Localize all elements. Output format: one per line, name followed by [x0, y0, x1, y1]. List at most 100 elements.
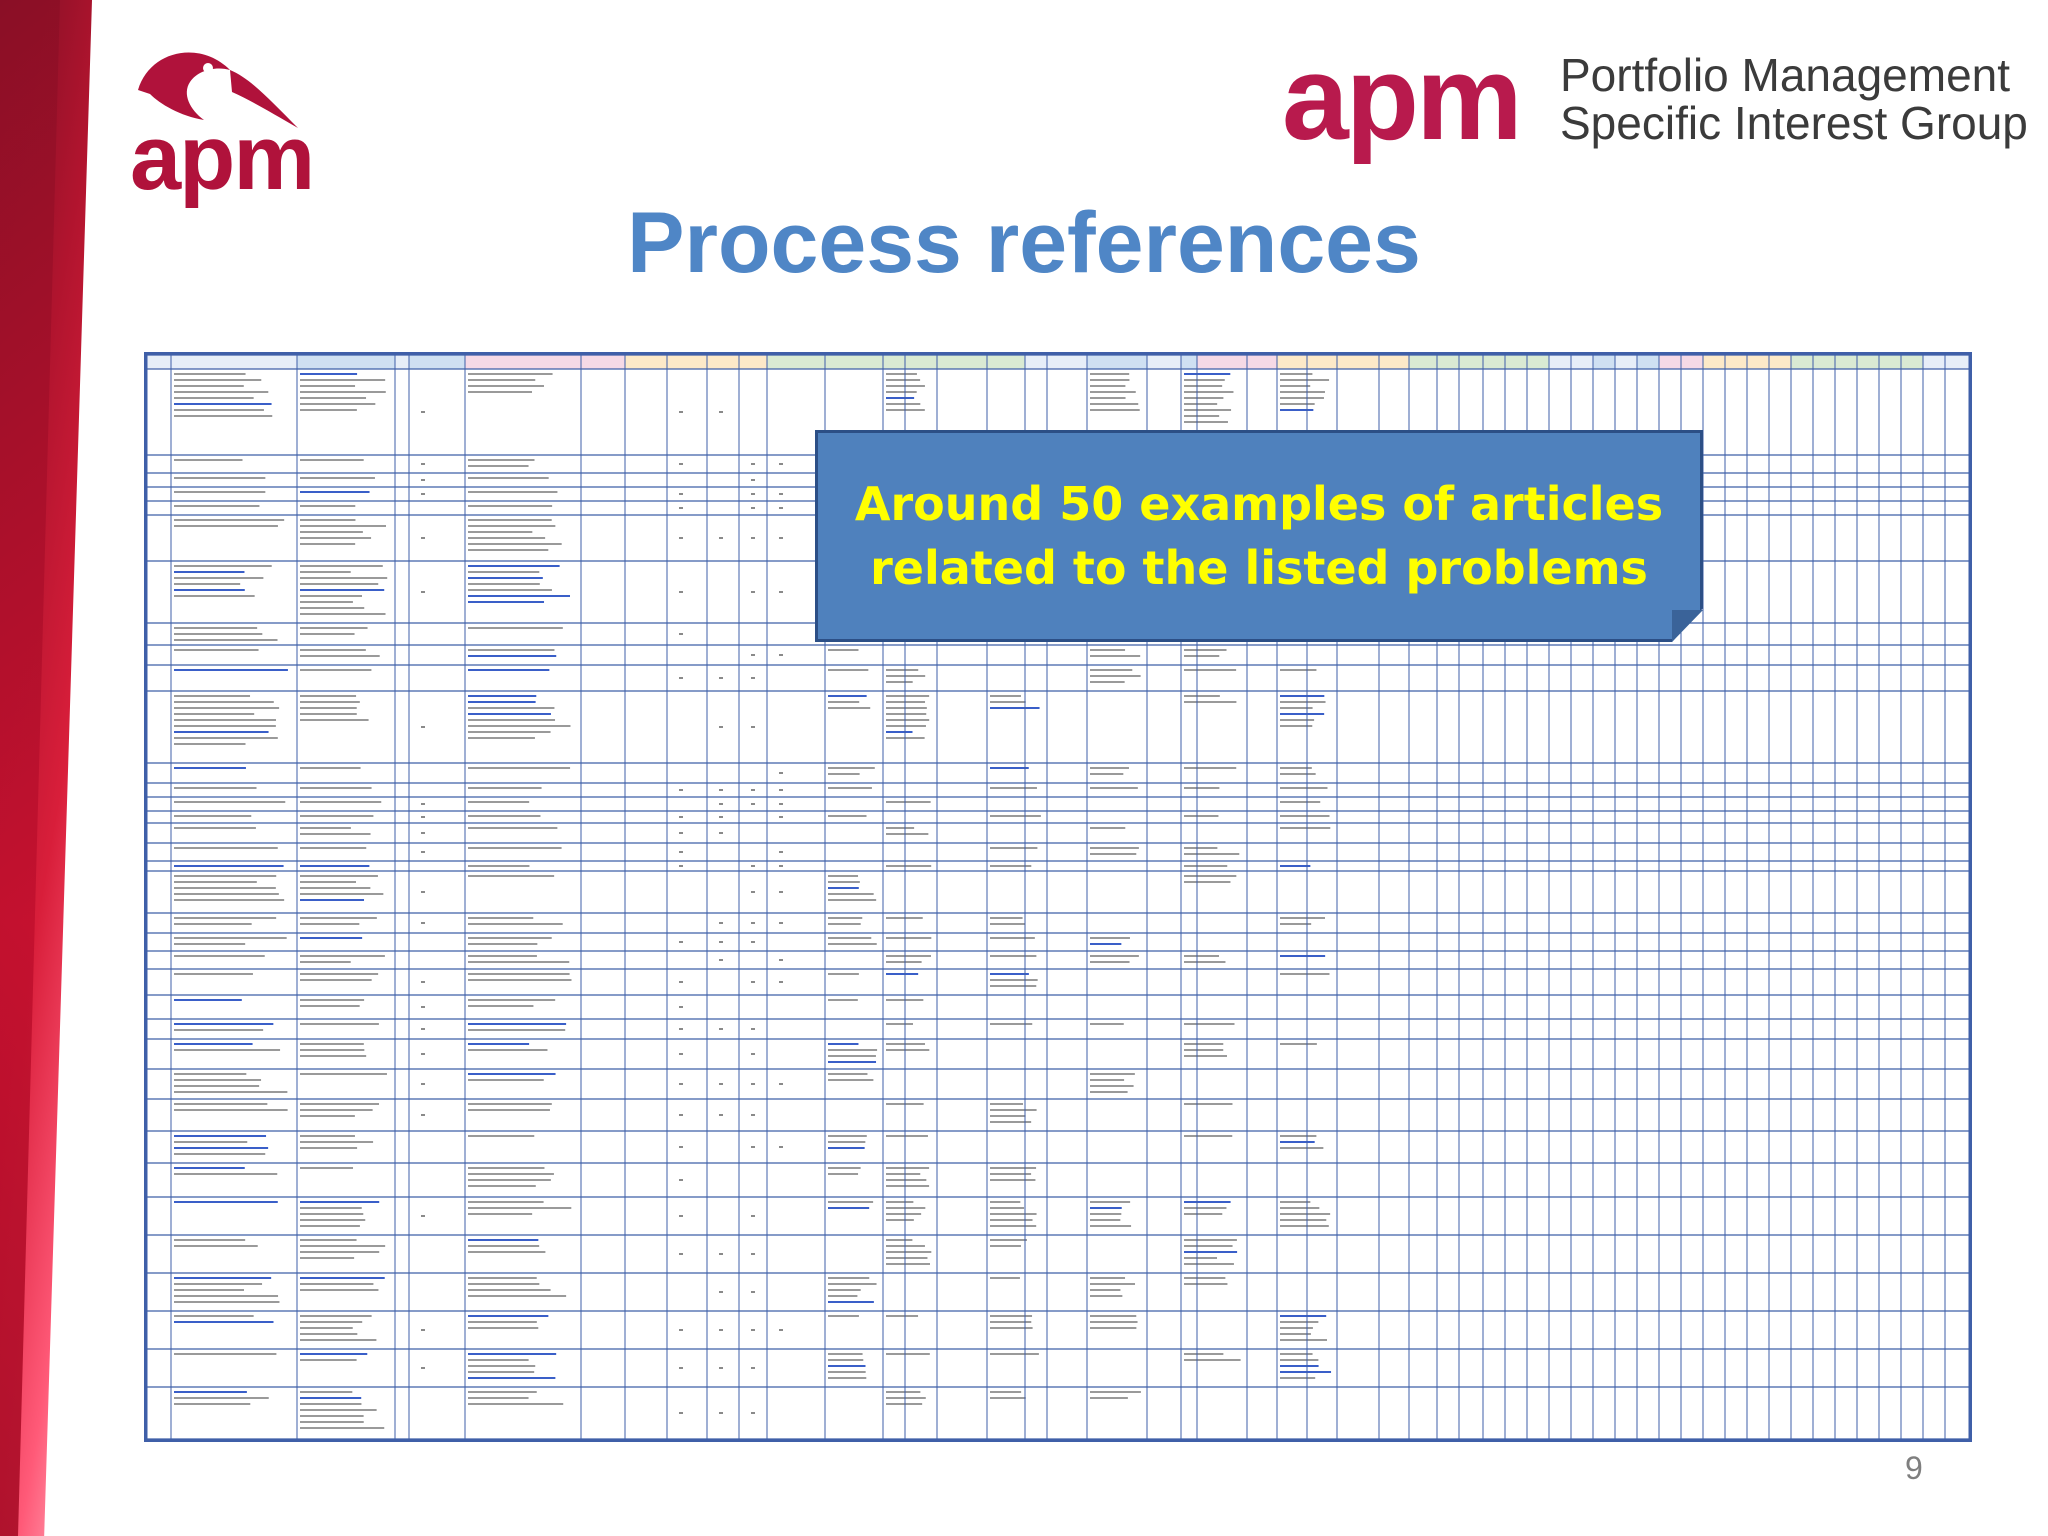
sheet-cell-text — [1184, 1043, 1224, 1045]
sheet-cell-text — [468, 583, 540, 585]
sheet-cell-text — [300, 1277, 385, 1279]
sheet-cell-text — [990, 1277, 1020, 1279]
logo-right-wordmark: apm — [1282, 31, 1523, 165]
sheet-cell-text — [300, 607, 365, 609]
sheet-cell-text — [300, 701, 360, 703]
sheet-cell-text — [468, 1179, 551, 1181]
sheet-cell-text — [468, 767, 571, 769]
sheet-cell-text — [300, 1315, 372, 1317]
sheet-cell-text — [1280, 1141, 1315, 1143]
sheet-header-cell — [1197, 355, 1247, 369]
sheet-cell-text — [990, 1321, 1032, 1323]
sheet-cell-text — [174, 875, 277, 877]
sheet-cell-text — [828, 1167, 861, 1169]
sheet-cell-text — [300, 1005, 360, 1007]
sheet-cell-text — [1090, 773, 1124, 775]
sheet-cell-text — [468, 917, 534, 919]
sheet-cell-text — [828, 1353, 863, 1355]
sheet-cell-text — [174, 827, 256, 829]
sheet-cell-text — [300, 1391, 353, 1393]
sheet-cell-text — [300, 961, 351, 963]
sheet-cell-text — [300, 571, 351, 573]
sheet-cell-text — [300, 1207, 362, 1209]
sheet-cell-text — [886, 1173, 921, 1175]
sheet-cell-text — [300, 397, 367, 399]
sheet-cell-text — [174, 1049, 281, 1051]
sheet-cell-text — [174, 955, 265, 957]
sheet-cell-marker — [719, 726, 723, 728]
sheet-cell-text — [1184, 815, 1219, 817]
sheet-cell-text — [828, 1371, 866, 1373]
sheet-cell-text — [174, 887, 276, 889]
sheet-cell-text — [300, 887, 371, 889]
sheet-cell-marker — [751, 493, 755, 495]
sheet-cell-text — [300, 767, 361, 769]
sheet-cell-text — [1184, 403, 1218, 405]
sheet-cell-text — [174, 937, 287, 939]
sheet-cell-text — [300, 391, 386, 393]
sheet-header-cell — [987, 355, 1025, 369]
sheet-cell-text — [1184, 421, 1228, 423]
sheet-cell-text — [174, 595, 255, 597]
sheet-cell-text — [468, 543, 562, 545]
sheet-cell-text — [300, 1115, 355, 1117]
sheet-cell-marker — [751, 537, 755, 539]
sheet-cell-marker — [679, 507, 683, 509]
sheet-cell-marker — [679, 537, 683, 539]
sheet-cell-text — [468, 1251, 546, 1253]
sheet-cell-text — [1090, 1207, 1122, 1209]
sheet-cell-text — [828, 773, 860, 775]
sheet-cell-text — [886, 379, 921, 381]
sheet-cell-text — [468, 655, 557, 657]
sheet-cell-text — [300, 1141, 374, 1143]
sheet-cell-text — [1184, 875, 1237, 877]
sheet-cell-marker — [679, 851, 683, 853]
sheet-cell-text — [828, 887, 859, 889]
sheet-cell-text — [174, 627, 258, 629]
sheet-cell-text — [468, 943, 538, 945]
page-number: 9 — [1905, 1450, 1923, 1486]
sheet-cell-text — [828, 1277, 870, 1279]
sheet-cell-marker — [679, 981, 683, 983]
sheet-cell-text — [300, 979, 372, 981]
sheet-cell-text — [886, 937, 932, 939]
sheet-cell-text — [886, 701, 926, 703]
sheet-cell-text — [1280, 1147, 1324, 1149]
sheet-cell-text — [886, 1201, 914, 1203]
sheet-cell-text — [1184, 701, 1237, 703]
sheet-cell-marker — [751, 463, 755, 465]
sheet-cell-marker — [751, 1253, 755, 1255]
sheet-cell-text — [468, 1315, 549, 1317]
sheet-cell-text — [174, 999, 242, 1001]
sheet-cell-text — [300, 1403, 362, 1405]
sheet-cell-text — [174, 669, 288, 671]
sheet-cell-text — [828, 701, 860, 703]
sheet-cell-text — [174, 373, 246, 375]
sheet-cell-text — [828, 1301, 874, 1303]
sheet-cell-text — [468, 1397, 529, 1399]
sheet-cell-text — [1280, 1043, 1317, 1045]
sheet-cell-text — [468, 1239, 539, 1241]
sheet-cell-text — [174, 899, 285, 901]
sheet-cell-text — [1184, 415, 1220, 417]
sheet-cell-text — [1280, 391, 1325, 393]
sheet-cell-text — [174, 577, 264, 579]
sheet-cell-text — [1090, 675, 1141, 677]
sheet-cell-text — [886, 675, 926, 677]
sheet-header-cell — [1615, 355, 1637, 369]
sheet-cell-text — [828, 1365, 866, 1367]
sheet-cell-text — [174, 1043, 253, 1045]
sheet-cell-marker — [421, 803, 425, 805]
sheet-cell-marker — [779, 772, 783, 774]
logo-right-line1: Portfolio Management — [1560, 49, 2011, 101]
sheet-cell-text — [300, 565, 383, 567]
sheet-cell-text — [468, 1185, 536, 1187]
sheet-cell-text — [1184, 379, 1225, 381]
sheet-header-cell — [883, 355, 905, 369]
sheet-cell-text — [1090, 379, 1130, 381]
sheet-cell-text — [468, 1245, 540, 1247]
sheet-cell-marker — [779, 537, 783, 539]
sheet-cell-text — [300, 583, 379, 585]
sheet-cell-text — [1184, 649, 1227, 651]
sheet-cell-marker — [679, 941, 683, 943]
